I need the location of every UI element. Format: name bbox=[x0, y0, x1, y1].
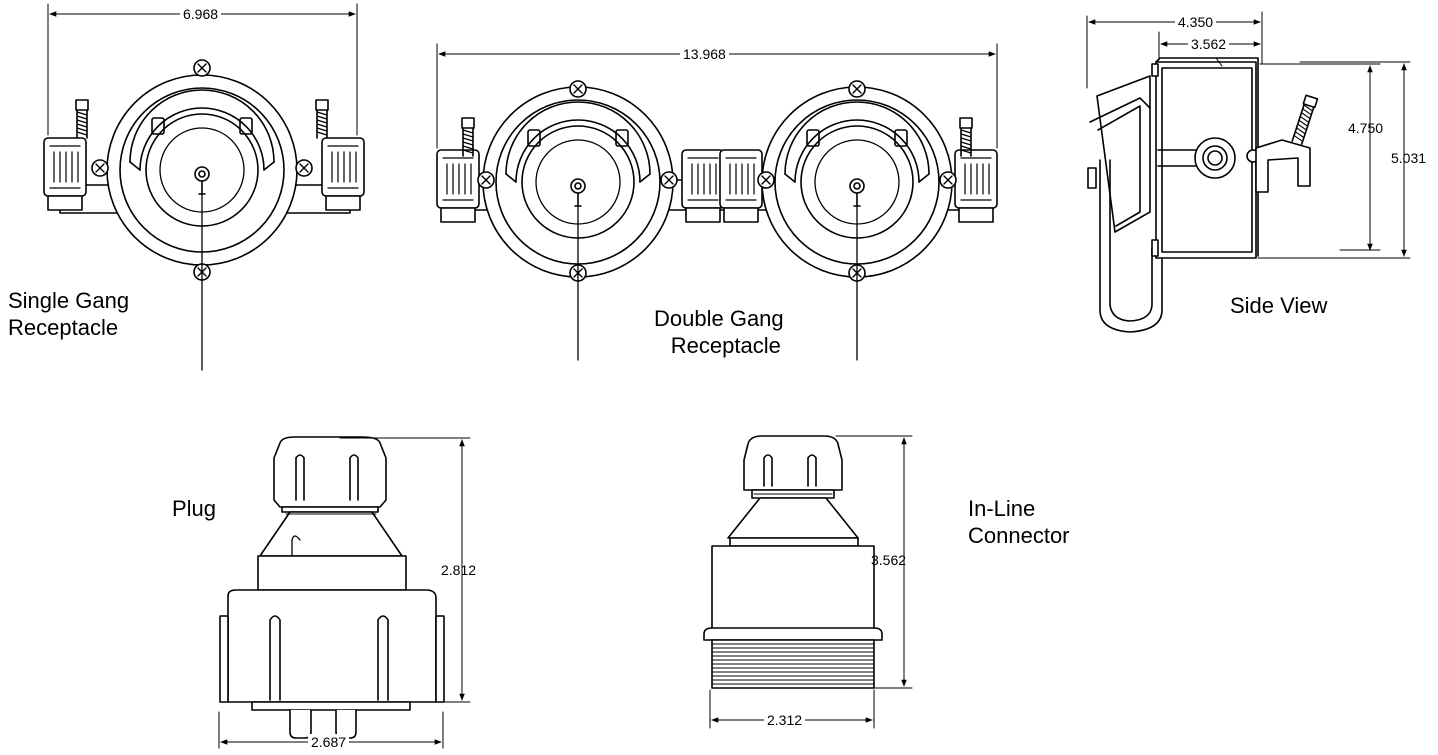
inline-connector-label-line2: Connector bbox=[968, 523, 1070, 548]
side-depth-inner-dimension: 3.562 bbox=[1188, 36, 1230, 52]
single-gang-label: Single Gang Receptacle bbox=[8, 287, 129, 341]
single-gang-receptacle-drawing bbox=[43, 3, 365, 371]
double-gang-label-line2: Receptacle bbox=[670, 333, 781, 358]
plug-label: Plug bbox=[172, 496, 217, 521]
double-width-dimension: 13.968 bbox=[680, 46, 729, 62]
side-depth-outer-dimension: 4.350 bbox=[1175, 14, 1217, 30]
plug-drawing bbox=[218, 436, 471, 749]
double-gang-label: Double Gang Receptacle bbox=[654, 305, 784, 359]
double-gang-label-line1: Double Gang bbox=[654, 306, 784, 331]
inline-connector-label: In-Line Connector bbox=[968, 495, 1070, 549]
side-view-label: Side View bbox=[1230, 293, 1328, 318]
connector-width-dimension: 2.312 bbox=[764, 712, 806, 728]
single-gang-label-line1: Single Gang bbox=[8, 288, 130, 313]
plug-height-dimension: 2.812 bbox=[441, 562, 477, 578]
side-height-inner-dimension: 4.750 bbox=[1348, 120, 1384, 136]
side-height-outer-dimension: 5.031 bbox=[1391, 150, 1427, 166]
single-gang-label-line2: Receptacle bbox=[8, 315, 119, 340]
connector-height-dimension: 3.562 bbox=[871, 552, 907, 568]
plug-width-dimension: 2.687 bbox=[308, 734, 350, 750]
inline-connector-drawing bbox=[703, 435, 913, 729]
side-view-drawing bbox=[1086, 11, 1411, 333]
double-gang-receptacle-drawing bbox=[436, 43, 998, 361]
inline-connector-label-line1: In-Line bbox=[968, 496, 1036, 521]
single-width-dimension: 6.968 bbox=[180, 6, 222, 22]
